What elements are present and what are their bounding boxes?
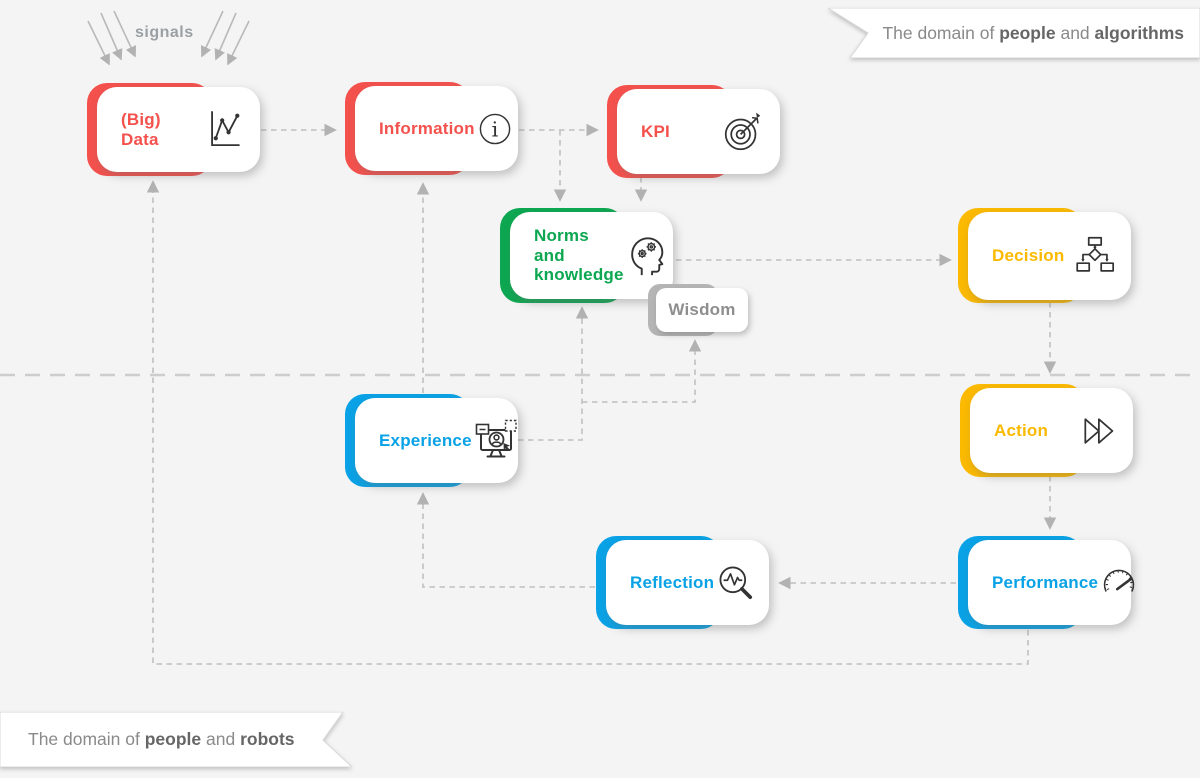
connector-reflection-experience <box>416 492 595 588</box>
node-bigdata: (Big) Data <box>87 83 260 176</box>
gauge-icon <box>1103 569 1135 592</box>
signal-arrow <box>100 12 123 61</box>
node-reflection: Reflection <box>596 536 769 629</box>
node-label: Action <box>994 420 1049 440</box>
node-card: Action <box>970 388 1133 473</box>
signal-arrow <box>200 10 224 58</box>
domain-banner-algorithms: The domain of people and algorithms <box>828 8 1200 58</box>
node-experience: Experience <box>345 394 518 487</box>
node-label: Reflection <box>630 572 715 592</box>
head-gears-icon <box>630 236 663 275</box>
node-information: Information i <box>345 82 518 175</box>
signal-arrow <box>87 20 110 66</box>
node-decision: Decision <box>958 208 1131 303</box>
node-card: Reflection <box>606 540 769 625</box>
node-label: Information <box>379 118 475 138</box>
banner-text-prefix: The domain of <box>28 729 145 749</box>
node-label: (Big) Data <box>121 109 161 149</box>
banner-text-emphasis: algorithms <box>1094 22 1184 43</box>
banner-top-text: The domain of people and algorithms <box>828 8 1200 58</box>
banner-text-prefix: The domain of <box>882 22 1000 43</box>
banner-text-emphasis: people <box>999 22 1056 43</box>
node-label: Wisdom <box>668 300 736 320</box>
magnifier-pulse-icon <box>719 566 753 599</box>
banner-text-conjunction: and <box>1055 22 1095 43</box>
banner-ribbon-shape <box>828 8 1200 58</box>
info-circle-icon: i <box>479 113 510 144</box>
signal-arrow <box>214 12 237 61</box>
banner-bottom-text: The domain of people and robots <box>0 712 352 767</box>
node-label: KPI <box>641 121 670 141</box>
node-card: Wisdom <box>656 288 748 332</box>
banner-ribbon-shape <box>0 712 352 767</box>
node-norms: Norms and knowledge <box>500 208 673 303</box>
svg-text:i: i <box>491 117 498 141</box>
fast-forward-icon <box>1084 417 1114 444</box>
connector-experience-norms <box>518 306 589 441</box>
connector-experience-wisdom <box>582 339 702 403</box>
node-kpi: KPI <box>607 85 780 178</box>
target-dart-icon <box>724 112 761 150</box>
banner-text-emphasis: people <box>144 729 202 749</box>
node-card: Information i <box>355 86 518 171</box>
node-card: Performance <box>968 540 1135 625</box>
node-label: Experience <box>379 430 472 450</box>
line-chart-icon <box>211 110 240 146</box>
node-label: Performance <box>992 572 1099 592</box>
node-card: KPI <box>617 89 780 174</box>
node-action: Action <box>960 384 1133 477</box>
flowchart-icon <box>1076 236 1115 272</box>
node-wisdom: Wisdom <box>648 284 748 336</box>
banner-text-conjunction: and <box>201 729 241 749</box>
node-card: Decision <box>968 212 1131 300</box>
node-card: Norms and knowledge <box>510 212 673 299</box>
signal-arrow <box>113 10 137 58</box>
signals-label: signals <box>135 24 194 41</box>
node-card: Experience <box>355 398 518 483</box>
node-card: (Big) Data <box>97 87 260 172</box>
node-performance: Performance <box>958 536 1135 629</box>
signal-arrow <box>227 20 250 66</box>
node-label: Norms and knowledge <box>534 226 624 285</box>
domain-banner-robots: The domain of people and robots <box>0 712 352 767</box>
monitor-user-icon <box>475 419 517 457</box>
banner-text-emphasis: robots <box>240 729 295 749</box>
node-label: Decision <box>992 246 1065 266</box>
